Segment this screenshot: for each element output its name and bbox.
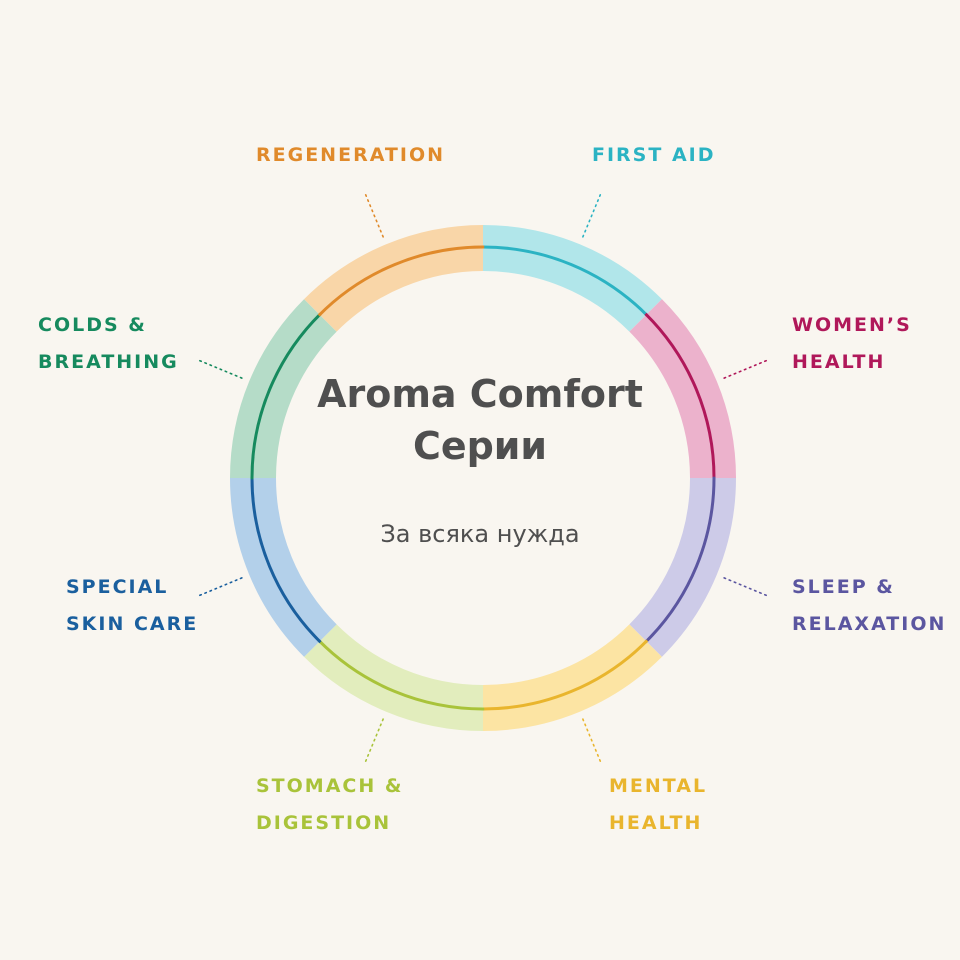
label-line: STOMACH & [256,775,404,797]
leader-line-sleep [723,577,770,598]
leader-line-mental [582,718,603,765]
label-line: DIGESTION [256,812,392,834]
ring-segment-skin [230,477,337,657]
leader-line-regen [363,191,384,238]
ring-line-skin [250,476,322,644]
label-regeneration: REGENERATION [256,137,445,174]
leader-line-first-aid [582,191,603,238]
ring-line-colds [250,312,322,480]
leader-line-skin [196,577,243,598]
ring-line-womens [644,312,716,480]
label-colds-breathing: COLDS & BREATHING [38,307,179,381]
label-line: FIRST AID [592,144,716,166]
label-line: SKIN CARE [66,613,199,635]
label-line: HEALTH [609,812,703,834]
label-line: RELAXATION [792,613,947,635]
ring-line-layer [250,245,716,711]
ring-line-stomach [317,639,485,711]
label-line: SPECIAL [66,576,169,598]
ring-segment-mental [482,624,662,731]
label-line: COLDS & [38,314,147,336]
title-line-1: Aroma Comfort [317,372,643,416]
label-womens-health: WOMEN’S HEALTH [792,307,912,381]
leader-lines [196,191,770,765]
leader-line-womens [723,358,770,379]
title-line-2: Серии [412,424,548,468]
label-line: SLEEP & [792,576,895,598]
label-special-skin-care: SPECIAL SKIN CARE [66,569,198,643]
ring-line-first-aid [481,245,649,317]
leader-line-colds [196,358,243,379]
diagram-title: Aroma Comfort Серии [230,368,730,472]
diagram-subtitle: За всяка нужда [380,520,580,548]
label-line: BREATHING [38,351,179,373]
ring-line-regen [317,245,485,317]
leader-line-stomach [363,718,384,765]
label-line: MENTAL [609,775,708,797]
label-mental-health: MENTAL HEALTH [609,768,707,842]
ring-segment-first-aid [482,225,662,332]
label-line: WOMEN’S [792,314,912,336]
label-sleep-relaxation: SLEEP & RELAXATION [792,569,946,643]
label-line: REGENERATION [256,144,446,166]
ring-segment-regen [304,225,484,332]
ring-line-mental [481,639,649,711]
label-stomach-digestion: STOMACH & DIGESTION [256,768,403,842]
ring-segment-stomach [304,624,484,731]
ring-segment-sleep [629,477,736,657]
ring-line-sleep [644,476,716,644]
label-line: HEALTH [792,351,886,373]
ring-band-layer [230,225,736,731]
label-first-aid: FIRST AID [592,137,715,174]
